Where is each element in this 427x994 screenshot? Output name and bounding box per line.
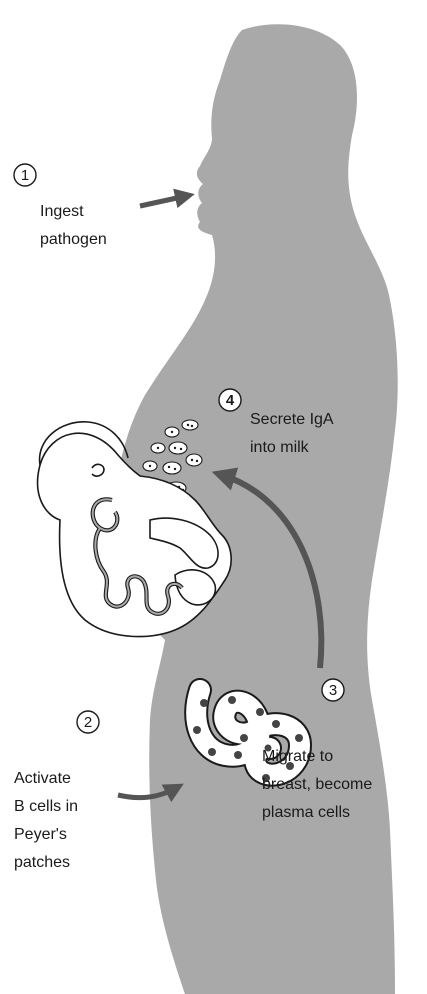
step-4-label-line-2: into milk <box>250 439 310 456</box>
alveolus <box>163 462 181 474</box>
step-1-label-line-1: Ingest <box>40 203 84 220</box>
step-3-label-line-1: Migrate to <box>262 748 333 765</box>
step-4-label-line-1: Secrete IgA <box>250 411 334 428</box>
step-3-number: 3 <box>329 682 337 699</box>
step-2-label-line-1: Activate <box>14 770 71 787</box>
step-2-marker: 2 <box>77 711 99 733</box>
step-1-number: 1 <box>21 167 29 184</box>
step-4-marker: 4 <box>219 389 241 411</box>
step-1-label-line-2: pathogen <box>40 231 107 248</box>
step-2-number: 2 <box>84 714 92 731</box>
step-2-label-line-2: B cells in <box>14 798 78 815</box>
step-2-label-line-4: patches <box>14 854 70 871</box>
alveolus <box>186 454 202 466</box>
alveolus <box>169 442 187 454</box>
step-1-marker: 1 <box>14 164 36 186</box>
step-3-marker: 3 <box>322 679 344 701</box>
step-3-label-line-3: plasma cells <box>262 804 350 821</box>
step-4-number: 4 <box>226 392 235 409</box>
step-2-label-line-3: Peyer's <box>14 826 67 843</box>
step-3-label-line-2: breast, become <box>262 776 372 793</box>
alveolus <box>182 420 198 430</box>
arrow-ingest <box>140 196 186 206</box>
